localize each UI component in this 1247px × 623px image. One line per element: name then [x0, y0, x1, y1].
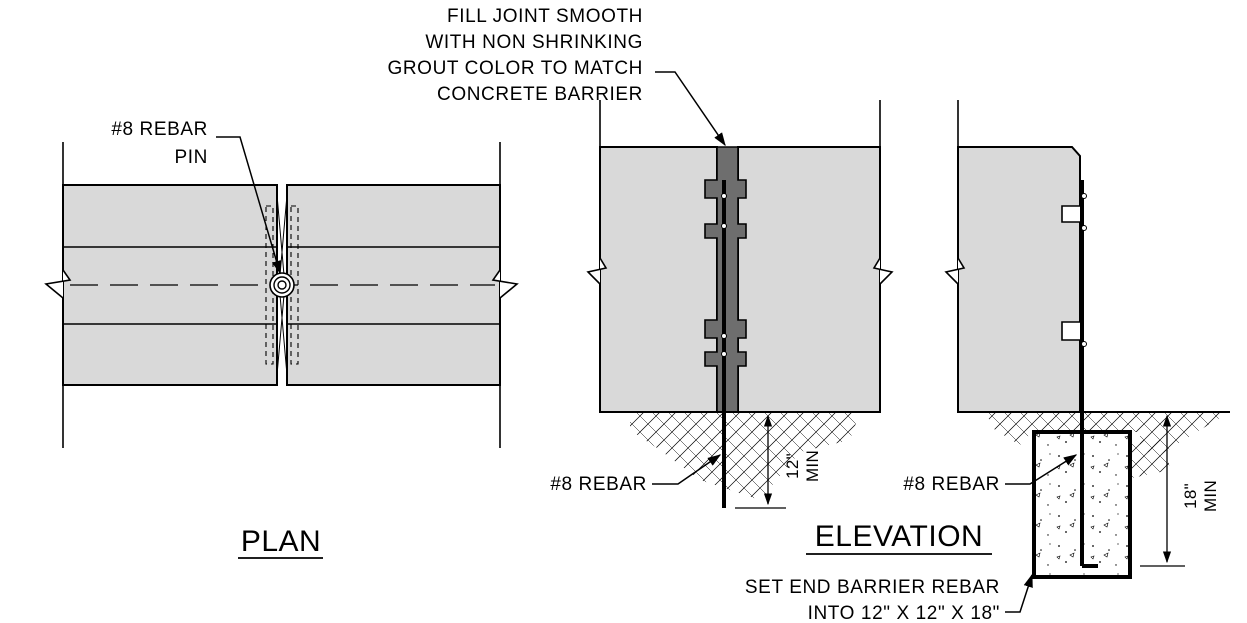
rebar-pin-label-line2: PIN	[175, 147, 208, 168]
elev-barrier-right	[737, 146, 881, 413]
end-barrier-note-line1: SET END BARRIER REBAR	[745, 577, 1000, 598]
rebar-label-end: #8 REBAR	[903, 474, 1000, 495]
dimension-embed-depth: 12" MIN	[735, 411, 822, 509]
elevation-joint-view: FILL JOINT SMOOTH WITH NON SHRINKING GRO…	[387, 6, 992, 555]
footing-depth-value: 18"	[1181, 483, 1200, 509]
dimension-footing-depth: 18" MIN	[1140, 411, 1220, 567]
plan-break-right	[491, 269, 519, 299]
embed-depth-value: 12"	[783, 453, 802, 479]
plan-view: #8 REBAR PIN PLAN	[44, 119, 519, 559]
end-barrier-note-line2: INTO 12" X 12" X 18"	[808, 603, 1000, 623]
elevation-title: ELEVATION	[815, 520, 983, 553]
grout-note-leader	[655, 71, 726, 147]
end-barrier	[957, 146, 1081, 413]
footing-depth-qualifier: MIN	[1201, 480, 1220, 512]
plan-break-left	[44, 269, 72, 299]
elevation-end-view: #8 REBAR 18" MIN SET END BARRIER REBAR I…	[745, 100, 1230, 623]
rebar-leader-end	[1005, 454, 1078, 485]
ground-hatch-middle	[630, 412, 860, 500]
rebar-pin-symbol	[269, 272, 295, 298]
grout-note-line1: FILL JOINT SMOOTH	[447, 6, 643, 27]
rebar-leader-middle	[652, 454, 722, 485]
grout-note-line3: GROUT COLOR TO MATCH	[387, 58, 643, 79]
rebar-pin-leader	[216, 136, 282, 275]
elev-barrier-left	[599, 146, 718, 413]
rebar-pin-label-line1: #8 REBAR	[111, 119, 208, 140]
plan-title: PLAN	[241, 525, 321, 558]
rebar-label-middle: #8 REBAR	[550, 474, 647, 495]
end-barrier-note-leader	[1005, 573, 1033, 613]
embed-depth-qualifier: MIN	[803, 450, 822, 482]
grout-note-line2: WITH NON SHRINKING	[425, 32, 643, 53]
grout-note-line4: CONCRETE BARRIER	[437, 84, 643, 105]
